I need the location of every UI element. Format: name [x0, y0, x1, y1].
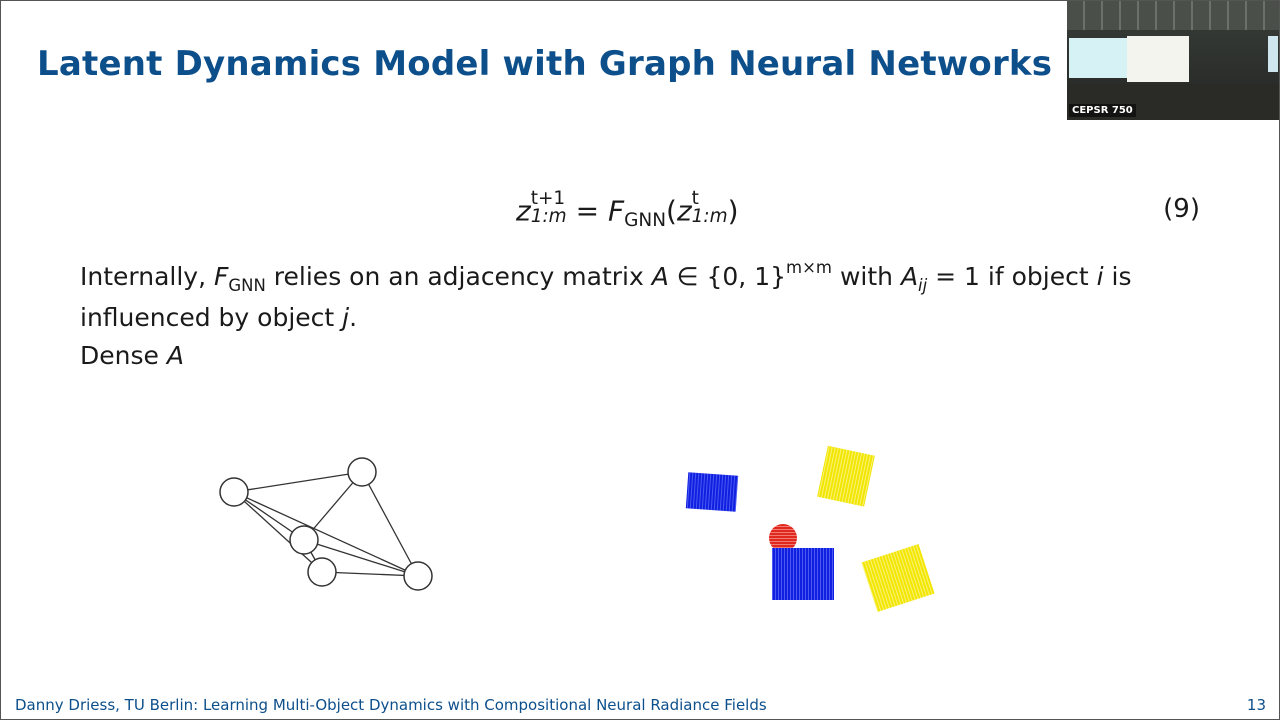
graph-node [403, 561, 433, 591]
text: is [1103, 262, 1132, 291]
math-sup: m×m [786, 258, 832, 277]
text: . [349, 303, 358, 332]
webcam-ceiling [1067, 0, 1280, 30]
graph-node [347, 457, 377, 487]
eq-arg-open: ( [666, 194, 677, 228]
text: with [832, 262, 901, 291]
red-sphere-object [769, 524, 797, 552]
math-var: A [166, 341, 184, 370]
eq-arg-sub: 1:m [691, 206, 728, 228]
dense-graph-diagram [219, 457, 433, 591]
graph-node [219, 477, 249, 507]
text: Dense [80, 341, 167, 370]
page-number: 13 [1246, 696, 1266, 714]
text: relies on an adjacency matrix [265, 262, 652, 291]
math-var: i [1096, 262, 1104, 291]
body-line-3: Dense A [80, 337, 1200, 375]
text: = 1 if object [927, 262, 1097, 291]
body-text: Internally, FGNN relies on an adjacency … [80, 258, 1200, 375]
eq-arg-sup: t [691, 188, 699, 209]
math-sub: GNN [228, 276, 266, 295]
body-line-2: influenced by object j. [80, 299, 1200, 337]
eq-lhs-sub: 1:m [530, 206, 567, 228]
text: Internally, [80, 262, 214, 291]
eq-arg-var: z [676, 194, 692, 228]
eq-func: F [607, 194, 625, 228]
equation-number: (9) [1163, 194, 1200, 224]
math-var: F [213, 262, 229, 291]
body-line-1: Internally, FGNN relies on an adjacency … [80, 258, 1200, 299]
graph-edge [361, 471, 419, 577]
blue-box-object [772, 548, 834, 600]
graph-edge [233, 491, 419, 577]
object-scene [685, 445, 935, 612]
graph-edge [321, 571, 419, 577]
eq-arg-close: ) [727, 194, 739, 228]
text: influenced by object [80, 303, 343, 332]
webcam-projector-screen-center [1127, 36, 1189, 82]
webcam-label: CEPSR 750 [1069, 104, 1136, 117]
graph-edge [303, 539, 419, 577]
eq-func-sub: GNN [624, 210, 667, 232]
eq-equals: = [575, 194, 600, 228]
graph-edge [233, 471, 363, 493]
math-var: A [651, 262, 669, 291]
graph-edge [233, 491, 323, 573]
blue-cube-object [685, 472, 739, 512]
math-sub: ij [918, 276, 928, 295]
yellow-box-object [861, 544, 935, 612]
slide-title: Latent Dynamics Model with Graph Neural … [37, 44, 1053, 84]
text: ∈ {0, 1} [668, 262, 787, 291]
webcam-feed: CEPSR 750 [1067, 0, 1280, 120]
webcam-projector-screen-right [1268, 36, 1278, 72]
footer-citation: Danny Driess, TU Berlin: Learning Multi-… [15, 696, 767, 714]
webcam-projector-screen-left [1069, 38, 1131, 78]
graph-node [289, 525, 319, 555]
eq-lhs-sup: t+1 [530, 188, 566, 209]
math-var: A [900, 262, 919, 291]
graph-node [307, 557, 337, 587]
eq-lhs-var: z [516, 194, 531, 228]
yellow-cube-object [817, 445, 875, 507]
graph-edge [303, 471, 363, 541]
math-var: j [342, 303, 350, 332]
